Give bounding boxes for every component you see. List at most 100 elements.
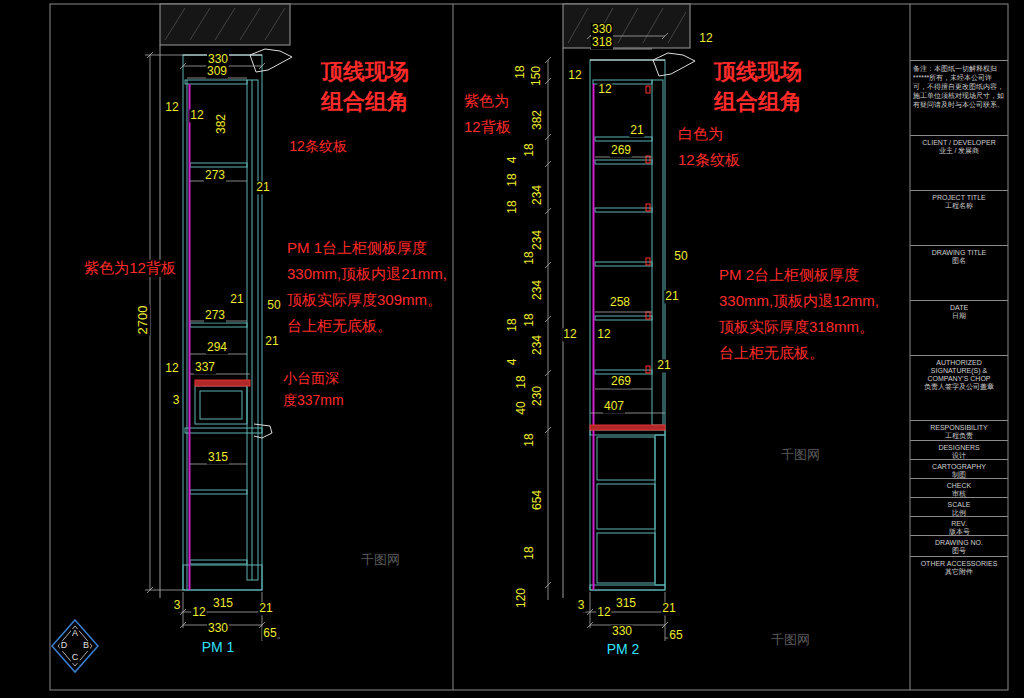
note-text: 白色为 12条纹板 <box>677 121 747 173</box>
cabinet-outline <box>183 55 262 590</box>
dimension-text: 21 <box>664 290 679 303</box>
watermark: 千图网 <box>770 633 811 647</box>
title-block-cell: RESPONSIBILITY工程负责 <box>910 420 1008 440</box>
cell-heading: RESPONSIBILITY <box>930 424 988 432</box>
cell-heading: AUTHORIZED SIGNATURE(S) & COMPANY'S CHOP <box>913 359 1005 383</box>
dimension-line <box>587 33 668 628</box>
dimension-text: 258 <box>609 296 631 309</box>
wall-section <box>563 48 564 598</box>
cabinet-outline <box>185 80 247 84</box>
cabinet-outline <box>590 430 665 435</box>
dimension-text: 18 <box>523 312 536 327</box>
note-text: PM 2台上柜侧板厚度 330mm,顶板内退12mm, 顶板实际厚度318mm。… <box>718 262 890 366</box>
notes-cell: 备注：本图纸一切解释权归******所有，未经本公司许可，不得擅自更改图纸内容，… <box>910 60 1008 135</box>
cabinet-outline <box>190 560 247 564</box>
wall-section <box>568 8 686 43</box>
dimension-text: 12 <box>562 328 577 341</box>
dimension-text: 12 <box>189 109 204 122</box>
dimension-text: 50 <box>673 250 688 263</box>
dimension-text: 65 <box>262 627 277 640</box>
dimension-text: 269 <box>610 144 632 157</box>
title-block-cell: REV.版本号 <box>910 516 1008 535</box>
cabinet-outline <box>597 533 655 583</box>
dimension-text: 21 <box>229 293 244 306</box>
dimension-text: 382 <box>215 113 228 135</box>
cabinet-outline <box>185 428 262 433</box>
cabinet-outline <box>247 80 258 580</box>
dimension-line <box>583 612 665 613</box>
logo-letter: B <box>82 641 90 651</box>
cell-subheading: 图号 <box>952 547 966 555</box>
counter-top <box>590 425 665 430</box>
dimension-text: 21 <box>656 359 671 372</box>
dimension-text: 4 <box>506 358 519 367</box>
dimension-line <box>147 52 265 628</box>
note-text: 顶线现场 组合组角 <box>713 57 815 117</box>
drawing-tag: PM 1 <box>201 640 236 655</box>
note-text: 12条纹板 <box>288 139 348 154</box>
cabinet-outline <box>595 208 652 212</box>
title-block-cell: DRAWING TITLE图名 <box>910 245 1008 300</box>
dimension-text: 12 <box>164 101 179 114</box>
shelf-pin <box>646 86 650 373</box>
dimension-text: 273 <box>204 309 226 322</box>
shelf-pin <box>646 204 650 211</box>
logo-letter: A <box>71 629 79 639</box>
dimension-text: 18 <box>515 374 528 389</box>
cabinet-outline <box>190 323 247 327</box>
cabinet-outline <box>595 370 652 374</box>
cell-subheading: 工程名称 <box>945 202 973 210</box>
cabinet-outline <box>597 484 655 529</box>
cell-subheading: 工程负责 <box>945 432 973 440</box>
sheet-frame <box>453 4 454 690</box>
cell-heading: DESIGNERS <box>938 444 979 452</box>
dimension-text: 330 <box>591 23 613 36</box>
title-block-cell: SCALE比例 <box>910 497 1008 516</box>
title-block-cell: AUTHORIZED SIGNATURE(S) & COMPANY'S CHOP… <box>910 355 1008 420</box>
note-text: 紫色为12背板 <box>83 260 177 277</box>
counter-top <box>195 380 250 386</box>
dimension-text: 337 <box>194 361 216 374</box>
dimension-line <box>548 60 549 600</box>
counter-top <box>590 425 665 430</box>
cell-heading: CHECK <box>947 482 972 490</box>
dimension-text: 315 <box>207 451 229 464</box>
logo-diamond <box>58 626 92 666</box>
shelf-pin <box>646 312 650 319</box>
cabinet-outline <box>595 316 652 320</box>
dimension-text: 12 <box>567 69 582 82</box>
dimension-text: 65 <box>668 629 683 642</box>
dimension-text: 230 <box>531 385 544 407</box>
logo-letter: C <box>71 653 80 663</box>
watermark: 千图网 <box>360 553 401 567</box>
cell-subheading: 业主 / 发展商 <box>939 147 980 155</box>
dimension-text: 315 <box>615 597 637 610</box>
back-panel <box>593 84 595 590</box>
logo-diamond <box>52 620 98 672</box>
cabinet-outline <box>252 80 253 580</box>
dimension-text: 234 <box>531 229 544 251</box>
dimension-text: 318 <box>591 36 613 49</box>
dimension-text: 18 <box>506 199 519 214</box>
cell-heading: CLIENT / DEVELOPER <box>922 139 995 147</box>
shelf-pin <box>646 86 650 93</box>
dimension-text: 120 <box>515 587 528 609</box>
dimension-text: 12 <box>597 83 612 96</box>
dimension-line <box>545 57 551 588</box>
cell-subheading: 图名 <box>952 257 966 265</box>
cell-heading: REV. <box>951 520 967 528</box>
dimension-line <box>145 52 280 641</box>
dimension-text: 12 <box>596 606 611 619</box>
dimension-text: 40 <box>515 400 528 415</box>
dimension-text: 18 <box>523 432 536 447</box>
watermark: 千图网 <box>780 448 821 462</box>
dimension-text: 234 <box>531 184 544 206</box>
cell-heading: SCALE <box>948 501 971 509</box>
cabinet-outline <box>652 80 663 425</box>
dimension-text: 330 <box>207 622 229 635</box>
cabinet-outline <box>190 490 247 494</box>
dimension-text: 273 <box>204 169 226 182</box>
